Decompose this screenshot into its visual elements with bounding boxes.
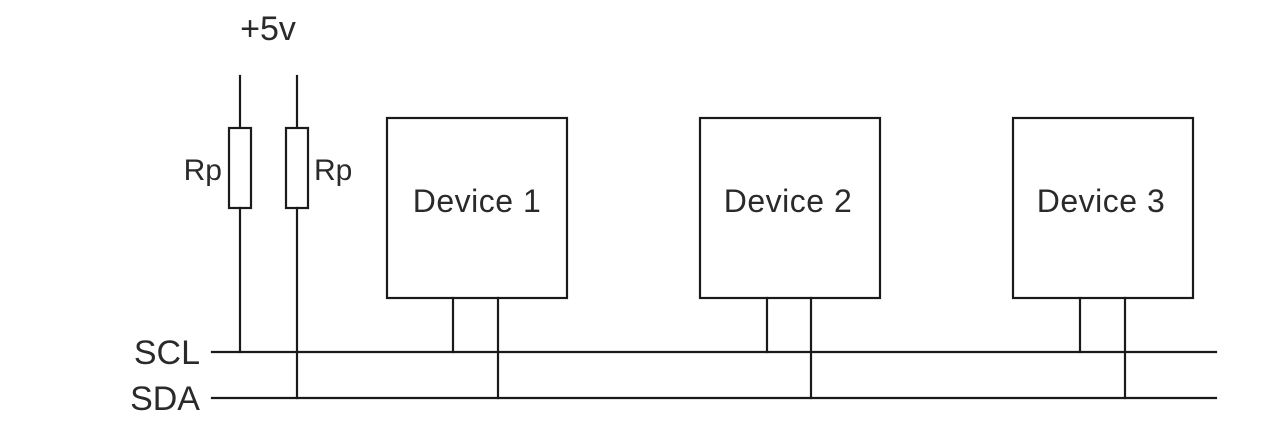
resistor-label-scl: Rp (184, 154, 222, 187)
device-3-box (1011, 116, 1195, 300)
device-1-label: Device 1 (413, 183, 542, 219)
resistor-label-sda: Rp (314, 154, 352, 187)
device-2-label: Device 2 (724, 183, 853, 219)
sda-label: SDA (130, 380, 200, 418)
supply-label: +5v (240, 10, 296, 48)
device-1: Device 1 (385, 116, 569, 400)
pullup-resistor-sda (284, 126, 310, 210)
device-2-box (698, 116, 882, 300)
scl-label: SCL (134, 334, 200, 372)
device-1-box (385, 116, 569, 300)
device-3-label: Device 3 (1037, 183, 1166, 219)
device-3: Device 3 (1011, 116, 1195, 400)
pullup-resistor-scl (227, 126, 253, 210)
device-2: Device 2 (698, 116, 882, 400)
